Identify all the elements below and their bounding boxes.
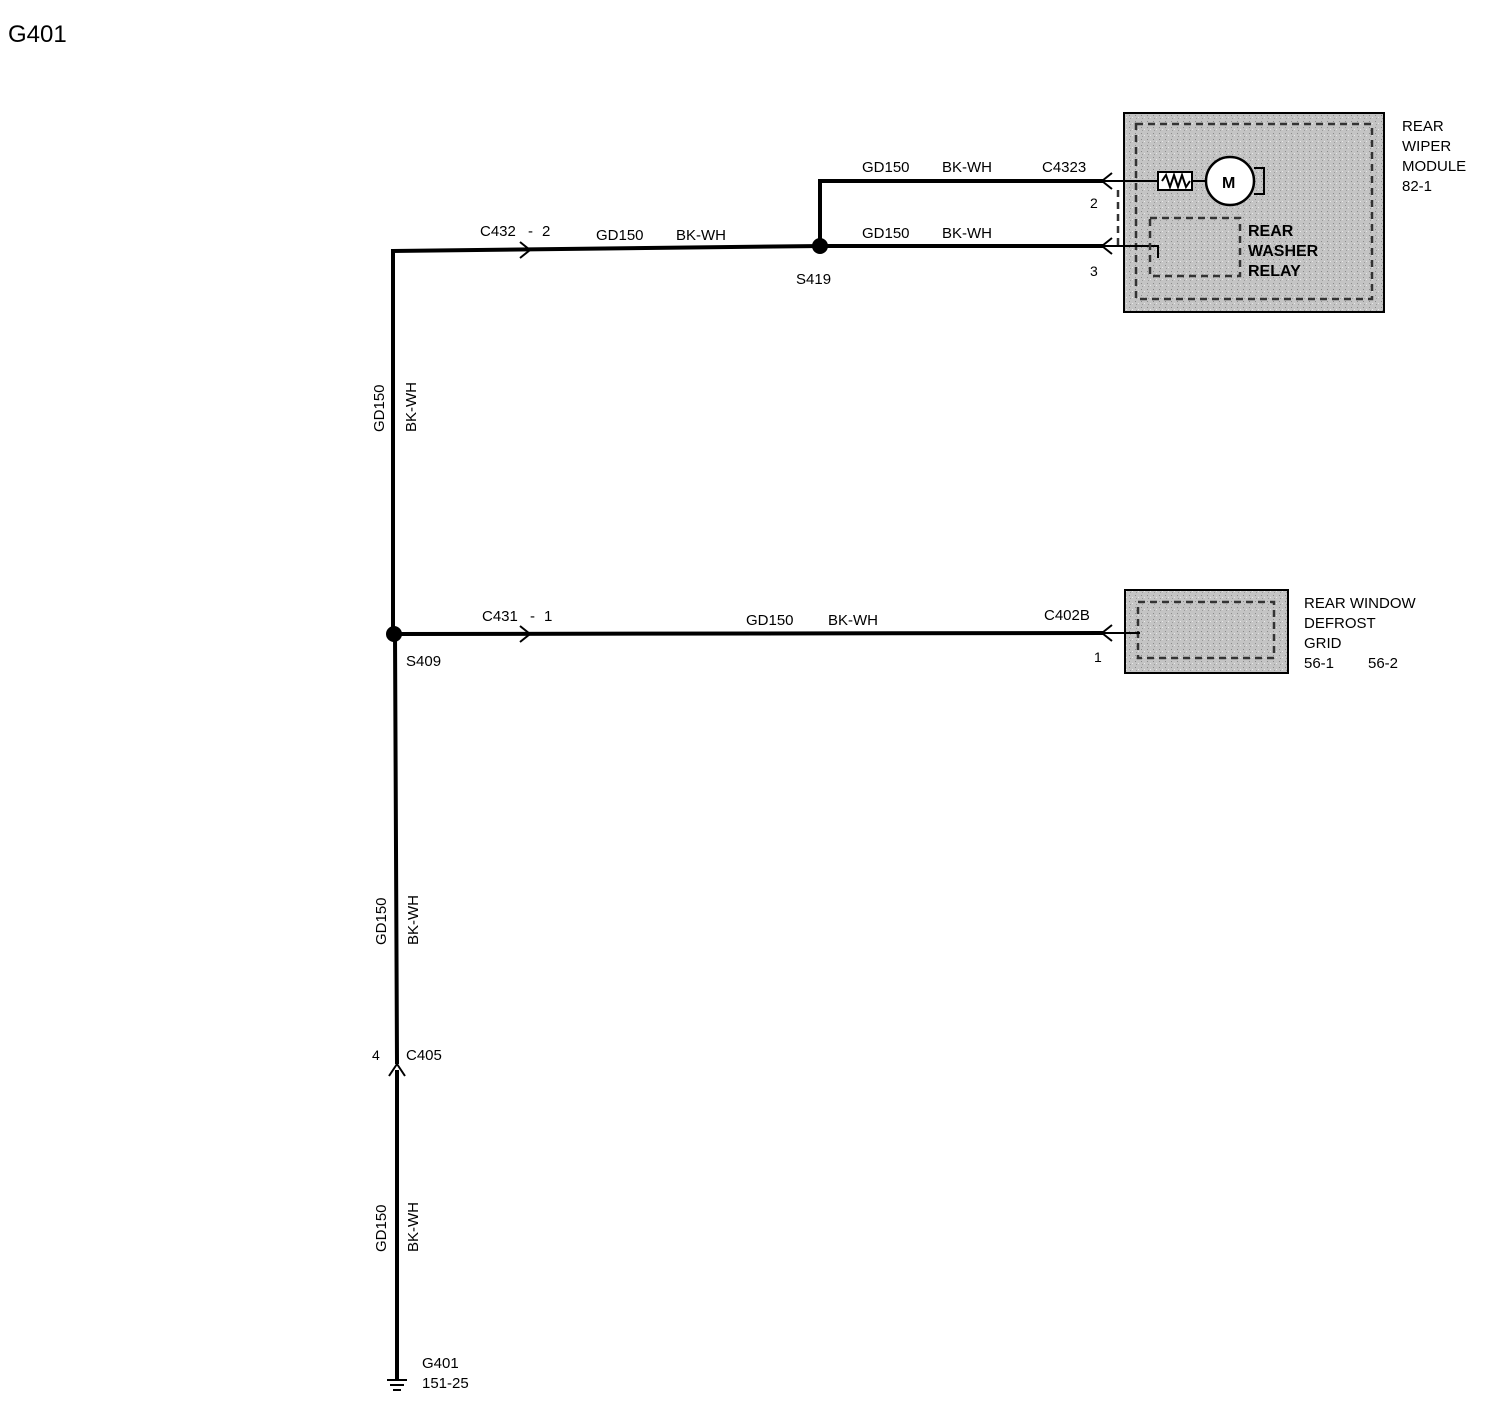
c431-label: C431 <box>482 608 518 625</box>
wire-circuit-label: GD150 <box>373 1204 390 1252</box>
c4323-label: C4323 <box>1042 159 1086 176</box>
wire-circuit-label: GD150 <box>371 384 388 432</box>
motor-label: M <box>1222 175 1235 192</box>
rear-wiper-module-line-4: 82-1 <box>1402 178 1432 195</box>
wire-top-horizontal <box>390 243 823 254</box>
c431-sep: - <box>530 608 535 625</box>
rear-wiper-module: M REAR WASHER RELAY <box>1104 112 1385 313</box>
c432-sep: - <box>528 223 533 240</box>
s419-label: S419 <box>796 271 831 288</box>
c431-pin: 1 <box>544 608 552 625</box>
c405-arrow-icon <box>388 1062 406 1077</box>
c4323-pin-a: 2 <box>1090 195 1098 211</box>
wire-to-c402b <box>392 630 1105 637</box>
wire-to-c4323-pin2 <box>818 179 1104 248</box>
wire-circuit-label: GD150 <box>862 159 910 176</box>
motor-icon <box>1204 155 1256 207</box>
wire-color-label: BK-WH <box>942 159 992 176</box>
c402b-pin: 1 <box>1094 649 1102 665</box>
rear-window-defrost-grid <box>1104 589 1289 674</box>
defrost-grid-line-1: REAR WINDOW <box>1304 595 1417 612</box>
defrost-grid-ref-1: 56-1 <box>1304 655 1334 672</box>
c405-label: C405 <box>406 1047 442 1064</box>
rear-wiper-module-line-3: MODULE <box>1402 158 1466 175</box>
wire-color-label: BK-WH <box>405 895 422 945</box>
c4323-pin2-arrow-icon <box>1100 172 1113 190</box>
c4323-pin3-arrow-icon <box>1100 237 1113 255</box>
ground-name: G401 <box>422 1355 459 1372</box>
wire-color-label: BK-WH <box>828 612 878 629</box>
defrost-grid-line-2: DEFROST <box>1304 615 1376 632</box>
connector-arrows <box>388 172 1113 1077</box>
wire-color-label: BK-WH <box>676 227 726 244</box>
wire-trunk-middle <box>392 631 400 1065</box>
ground-ref: 151-25 <box>422 1375 469 1392</box>
c431-arrow-icon <box>519 625 532 643</box>
wires <box>390 179 1105 1379</box>
page-title: G401 <box>8 21 67 48</box>
wire-circuit-label: GD150 <box>862 225 910 242</box>
c405-pin: 4 <box>372 1047 380 1063</box>
wire-circuit-label: GD150 <box>596 227 644 244</box>
c4323-pin-b: 3 <box>1090 263 1098 279</box>
s409-label: S409 <box>406 653 441 670</box>
wire-circuit-label: GD150 <box>373 897 390 945</box>
wire-color-label: BK-WH <box>942 225 992 242</box>
rear-washer-relay-line-1: REAR <box>1248 223 1294 240</box>
ground-icon <box>387 1379 407 1391</box>
wire-color-label: BK-WH <box>403 382 420 432</box>
wire-circuit-label: GD150 <box>746 612 794 629</box>
rear-washer-relay-line-2: WASHER <box>1248 243 1319 260</box>
rear-wiper-module-line-2: WIPER <box>1402 138 1451 155</box>
splice-icon <box>386 626 402 642</box>
c432-arrow-icon <box>519 241 532 259</box>
defrost-grid-ref-2: 56-2 <box>1368 655 1398 672</box>
c432-label: C432 <box>480 223 516 240</box>
defrost-grid-line-3: GRID <box>1304 635 1342 652</box>
c402b-label: C402B <box>1044 607 1090 624</box>
splice-icon <box>812 238 828 254</box>
rear-wiper-module-line-1: REAR <box>1402 118 1444 135</box>
c432-pin: 2 <box>542 223 550 240</box>
wire-color-label: BK-WH <box>405 1202 422 1252</box>
c402b-arrow-icon <box>1100 624 1113 642</box>
rear-washer-relay-line-3: RELAY <box>1248 263 1301 280</box>
